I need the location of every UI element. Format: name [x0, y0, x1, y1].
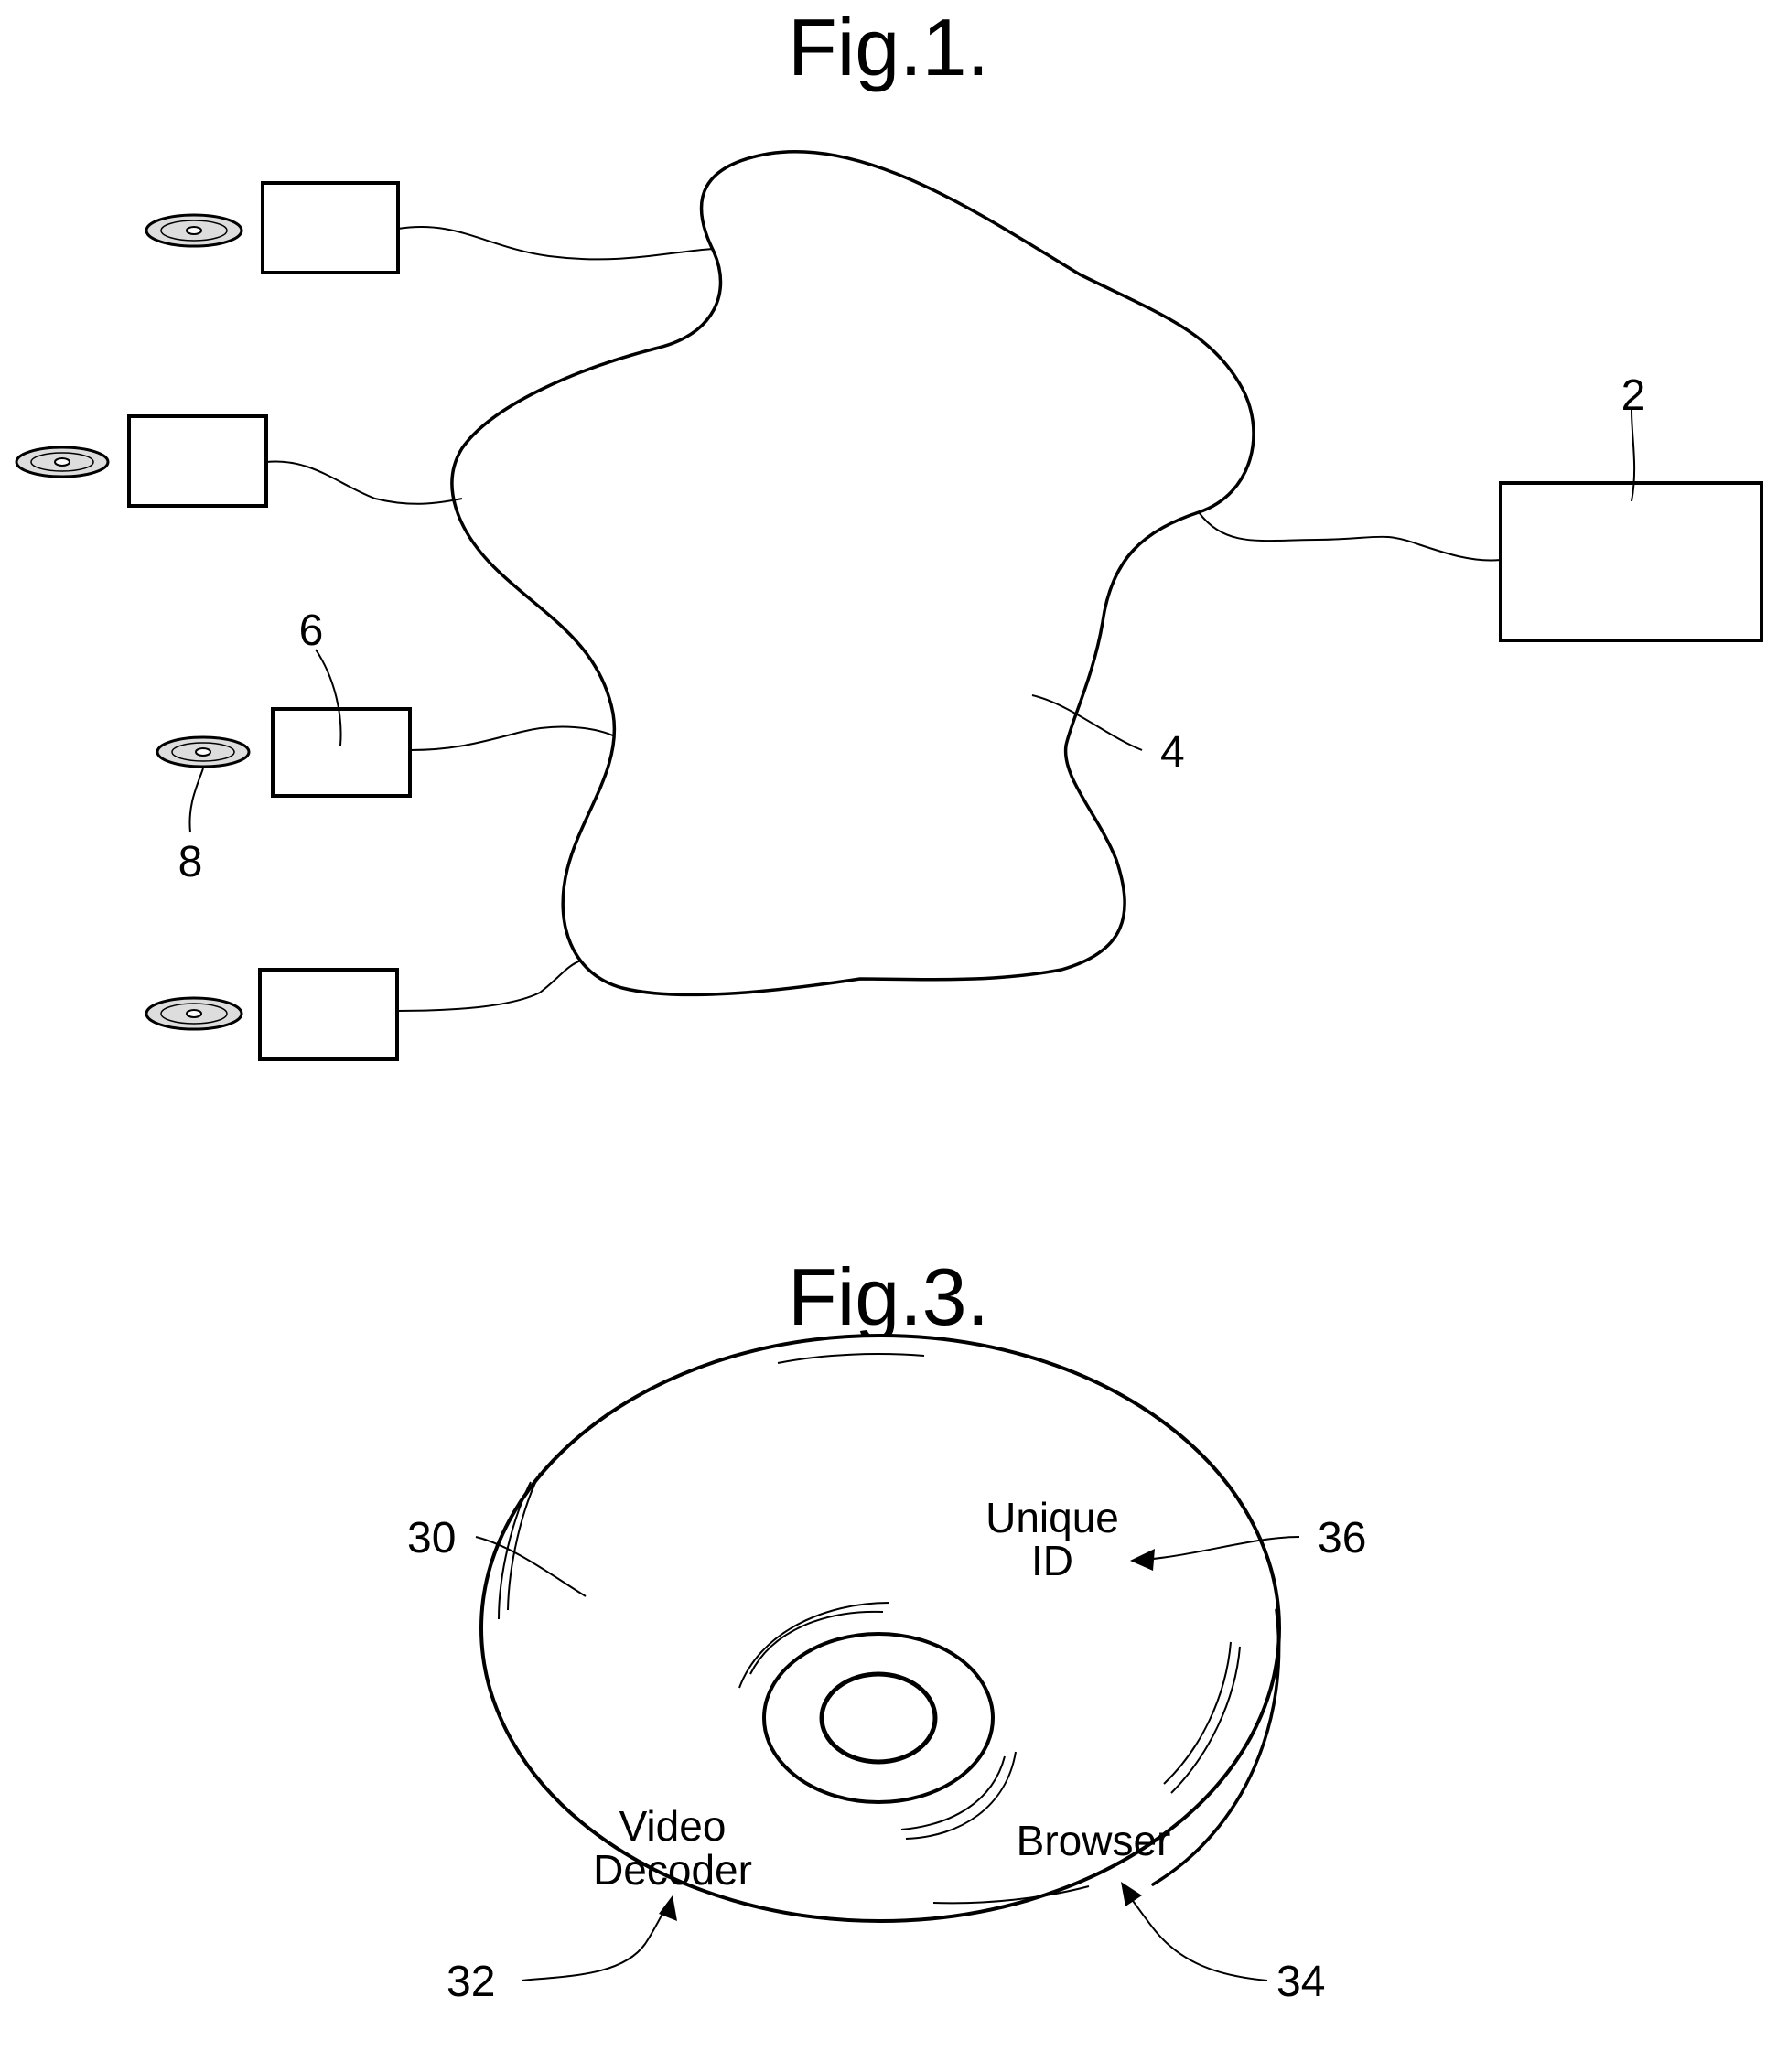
terminal-box-4: [260, 970, 397, 1059]
video-decoder-ref: 32: [447, 1958, 495, 2006]
server-box: [1501, 483, 1761, 640]
disc-ref-30: 30: [407, 1514, 456, 1562]
disc-leader-line: [189, 768, 203, 832]
figure-3-title: Fig.3.: [788, 1251, 989, 1342]
terminal-connection-2: [266, 461, 462, 503]
terminal-1: [146, 183, 714, 273]
terminal-4: [146, 961, 581, 1059]
figure-3: Fig.3. 30 Unique ID 36: [407, 1251, 1366, 2006]
server-connection: [1199, 512, 1501, 561]
browser-label: Browser: [1017, 1817, 1171, 1864]
figure-1-title: Fig.1.: [788, 2, 989, 92]
network-ref: 4: [1160, 728, 1185, 777]
browser-arrowhead: [1121, 1882, 1142, 1906]
terminal-3: 6 8: [157, 607, 615, 886]
video-decoder-leader-line: [522, 1907, 666, 1981]
disc-ref: 8: [178, 838, 203, 886]
terminal-2: [16, 416, 462, 506]
network-leader-line: [1032, 695, 1142, 750]
unique-id-label-line1: Unique: [985, 1494, 1119, 1541]
unique-id-label-line2: ID: [1031, 1537, 1073, 1584]
terminal-connection-1: [398, 227, 714, 259]
disc-icon-1: [146, 215, 242, 246]
video-decoder-label-line2: Decoder: [593, 1846, 752, 1894]
network-cloud: [452, 152, 1254, 995]
browser-leader-line: [1127, 1894, 1267, 1981]
disc-icon-4: [146, 998, 242, 1029]
terminal-box-2: [129, 416, 266, 506]
terminal-connection-4: [397, 961, 581, 1011]
video-decoder-label-line1: Video: [619, 1802, 727, 1850]
browser-ref: 34: [1276, 1958, 1325, 2006]
terminal-box-1: [263, 183, 398, 273]
server-ref: 2: [1621, 371, 1646, 420]
disc-icon-3: [157, 737, 249, 767]
disc-icon-2: [16, 447, 108, 477]
figure-1: Fig.1. 2 4: [16, 2, 1761, 1059]
terminal-ref: 6: [299, 607, 324, 655]
terminal-connection-3: [410, 727, 615, 750]
unique-id-ref: 36: [1318, 1514, 1366, 1562]
